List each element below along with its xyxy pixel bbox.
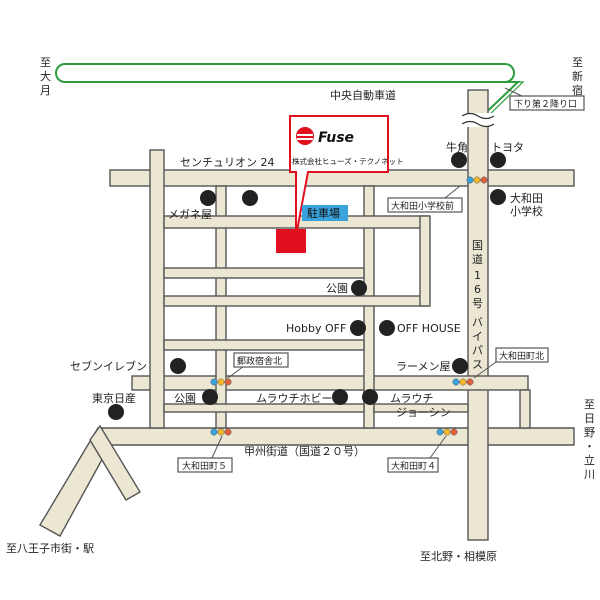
- svg-text:新: 新: [572, 69, 583, 83]
- murauchi-hobby-label: ムラウチホビー: [256, 392, 332, 405]
- parking-badge: [302, 205, 348, 221]
- seven-eleven-label: セブンイレブン: [70, 359, 147, 373]
- svg-text:至: 至: [584, 398, 595, 411]
- svg-text:6: 6: [474, 283, 481, 296]
- svg-text:日: 日: [584, 412, 595, 425]
- gyukaku-marker: [451, 152, 467, 168]
- toyota-marker: [490, 152, 506, 168]
- svg-text:至: 至: [572, 56, 583, 69]
- hachioji-direction: 至八王子市街・駅: [6, 541, 94, 555]
- kitano-direction: 至北野・相模原: [420, 550, 497, 563]
- yamatocho4-label: 大和田町４: [391, 460, 436, 472]
- off-house-label: OFF HOUSE: [397, 322, 461, 335]
- toyota-label: トヨタ: [491, 141, 524, 154]
- expressway-label: 中央自動車道: [330, 88, 396, 102]
- bypass-label: バ イ パ ス: [472, 316, 483, 371]
- park2-marker: [202, 389, 218, 405]
- murauchi-vision-label-1: ムラウチ: [390, 392, 433, 405]
- megane-marker: [200, 190, 216, 206]
- svg-text:大: 大: [40, 69, 51, 83]
- svg-text:川: 川: [584, 468, 595, 481]
- hobby-off-label: Hobby OFF: [286, 322, 346, 335]
- intersection-labels: 大和田小学校前 郵政宿舎北 大和田町北 大和田町５ 大和田町４: [177, 185, 549, 473]
- block-streets: [163, 215, 469, 413]
- svg-text:野: 野: [584, 426, 595, 439]
- street-v1: [149, 149, 165, 429]
- off-house-marker: [379, 320, 395, 336]
- hino-direction: 至 日 野 ・ 立 川: [584, 398, 595, 481]
- traffic-signal-icon: [210, 428, 232, 436]
- company-location-marker: [276, 229, 306, 253]
- traffic-signal-icon: [466, 176, 488, 184]
- street-v4: [519, 389, 531, 429]
- svg-text:バ: バ: [472, 316, 483, 329]
- parking-label: 駐車場: [307, 206, 340, 220]
- west-direction-label: 至 大 月: [40, 56, 51, 97]
- yamato-school-label-1: 大和田: [510, 191, 543, 205]
- park1-label: 公園: [326, 282, 348, 295]
- century21-label: センチュリオン 24: [180, 156, 275, 169]
- landmarks: センチュリオン 24 牛角 トヨタ メガネ屋 大和田 小学校 公園 Hobby …: [70, 140, 543, 420]
- park2-label: 公園: [174, 392, 196, 405]
- megane-label: メガネ屋: [168, 208, 212, 221]
- traffic-signals: [210, 176, 488, 436]
- west-spur: [89, 424, 141, 501]
- expressway: [55, 63, 525, 123]
- yamato-school-label-2: 小学校: [510, 204, 543, 218]
- yamatocho5-label: 大和田町５: [182, 460, 227, 472]
- svg-text:宿: 宿: [572, 83, 583, 97]
- svg-text:立: 立: [584, 453, 595, 467]
- murauchi-hobby-marker: [332, 389, 348, 405]
- post-office-north-label: 郵政宿舎北: [237, 355, 282, 367]
- seven-eleven-marker: [170, 358, 186, 374]
- company-callout: Fuse 株式会社ヒューズ・テクノネット: [289, 115, 404, 237]
- svg-text:イ: イ: [472, 330, 483, 343]
- svg-text:・: ・: [584, 440, 595, 453]
- koshu-kaido-label: 甲州街道（国道２０号）: [244, 444, 365, 458]
- hobby-off-marker: [350, 320, 366, 336]
- company-brand: Fuse: [318, 130, 354, 146]
- svg-text:号: 号: [472, 297, 483, 310]
- svg-text:道: 道: [472, 252, 483, 266]
- ramen-label: ラーメン屋: [396, 360, 451, 373]
- traffic-signal-icon: [452, 378, 474, 386]
- svg-text:パ: パ: [472, 344, 483, 357]
- murauchi-vision-marker: [362, 389, 378, 405]
- traffic-signal-icon: [436, 428, 458, 436]
- yamato-school-marker: [490, 189, 506, 205]
- route16: [467, 89, 489, 541]
- tokyo-nissan-label: 東京日産: [92, 391, 136, 405]
- svg-text:月: 月: [40, 84, 51, 97]
- east-direction-label: 至 新 宿: [572, 56, 583, 97]
- street-v2: [215, 185, 227, 429]
- park1-marker: [351, 280, 367, 296]
- exit-label: 下り第２降り口: [514, 98, 577, 110]
- route16-label: 国 道 1 6 号: [472, 239, 483, 310]
- svg-text:1: 1: [474, 269, 481, 282]
- south-road: [131, 375, 529, 391]
- murauchi-vision-label-2: ジョーシン: [396, 406, 451, 419]
- traffic-signal-icon: [210, 378, 232, 386]
- yamatocho-north-label: 大和田町北: [499, 350, 544, 362]
- street-v3: [363, 185, 375, 429]
- yamato-school-front-label: 大和田小学校前: [391, 200, 454, 212]
- ramen-marker: [452, 358, 468, 374]
- company-name: 株式会社ヒューズ・テクノネット: [292, 156, 404, 166]
- century21-marker: [242, 190, 258, 206]
- svg-text:国: 国: [472, 239, 483, 252]
- exit-label-box: [509, 95, 585, 111]
- gyukaku-label: 牛角: [446, 140, 468, 154]
- svg-text:ス: ス: [472, 358, 483, 371]
- svg-text:至: 至: [40, 56, 51, 69]
- tokyo-nissan-marker: [108, 404, 124, 420]
